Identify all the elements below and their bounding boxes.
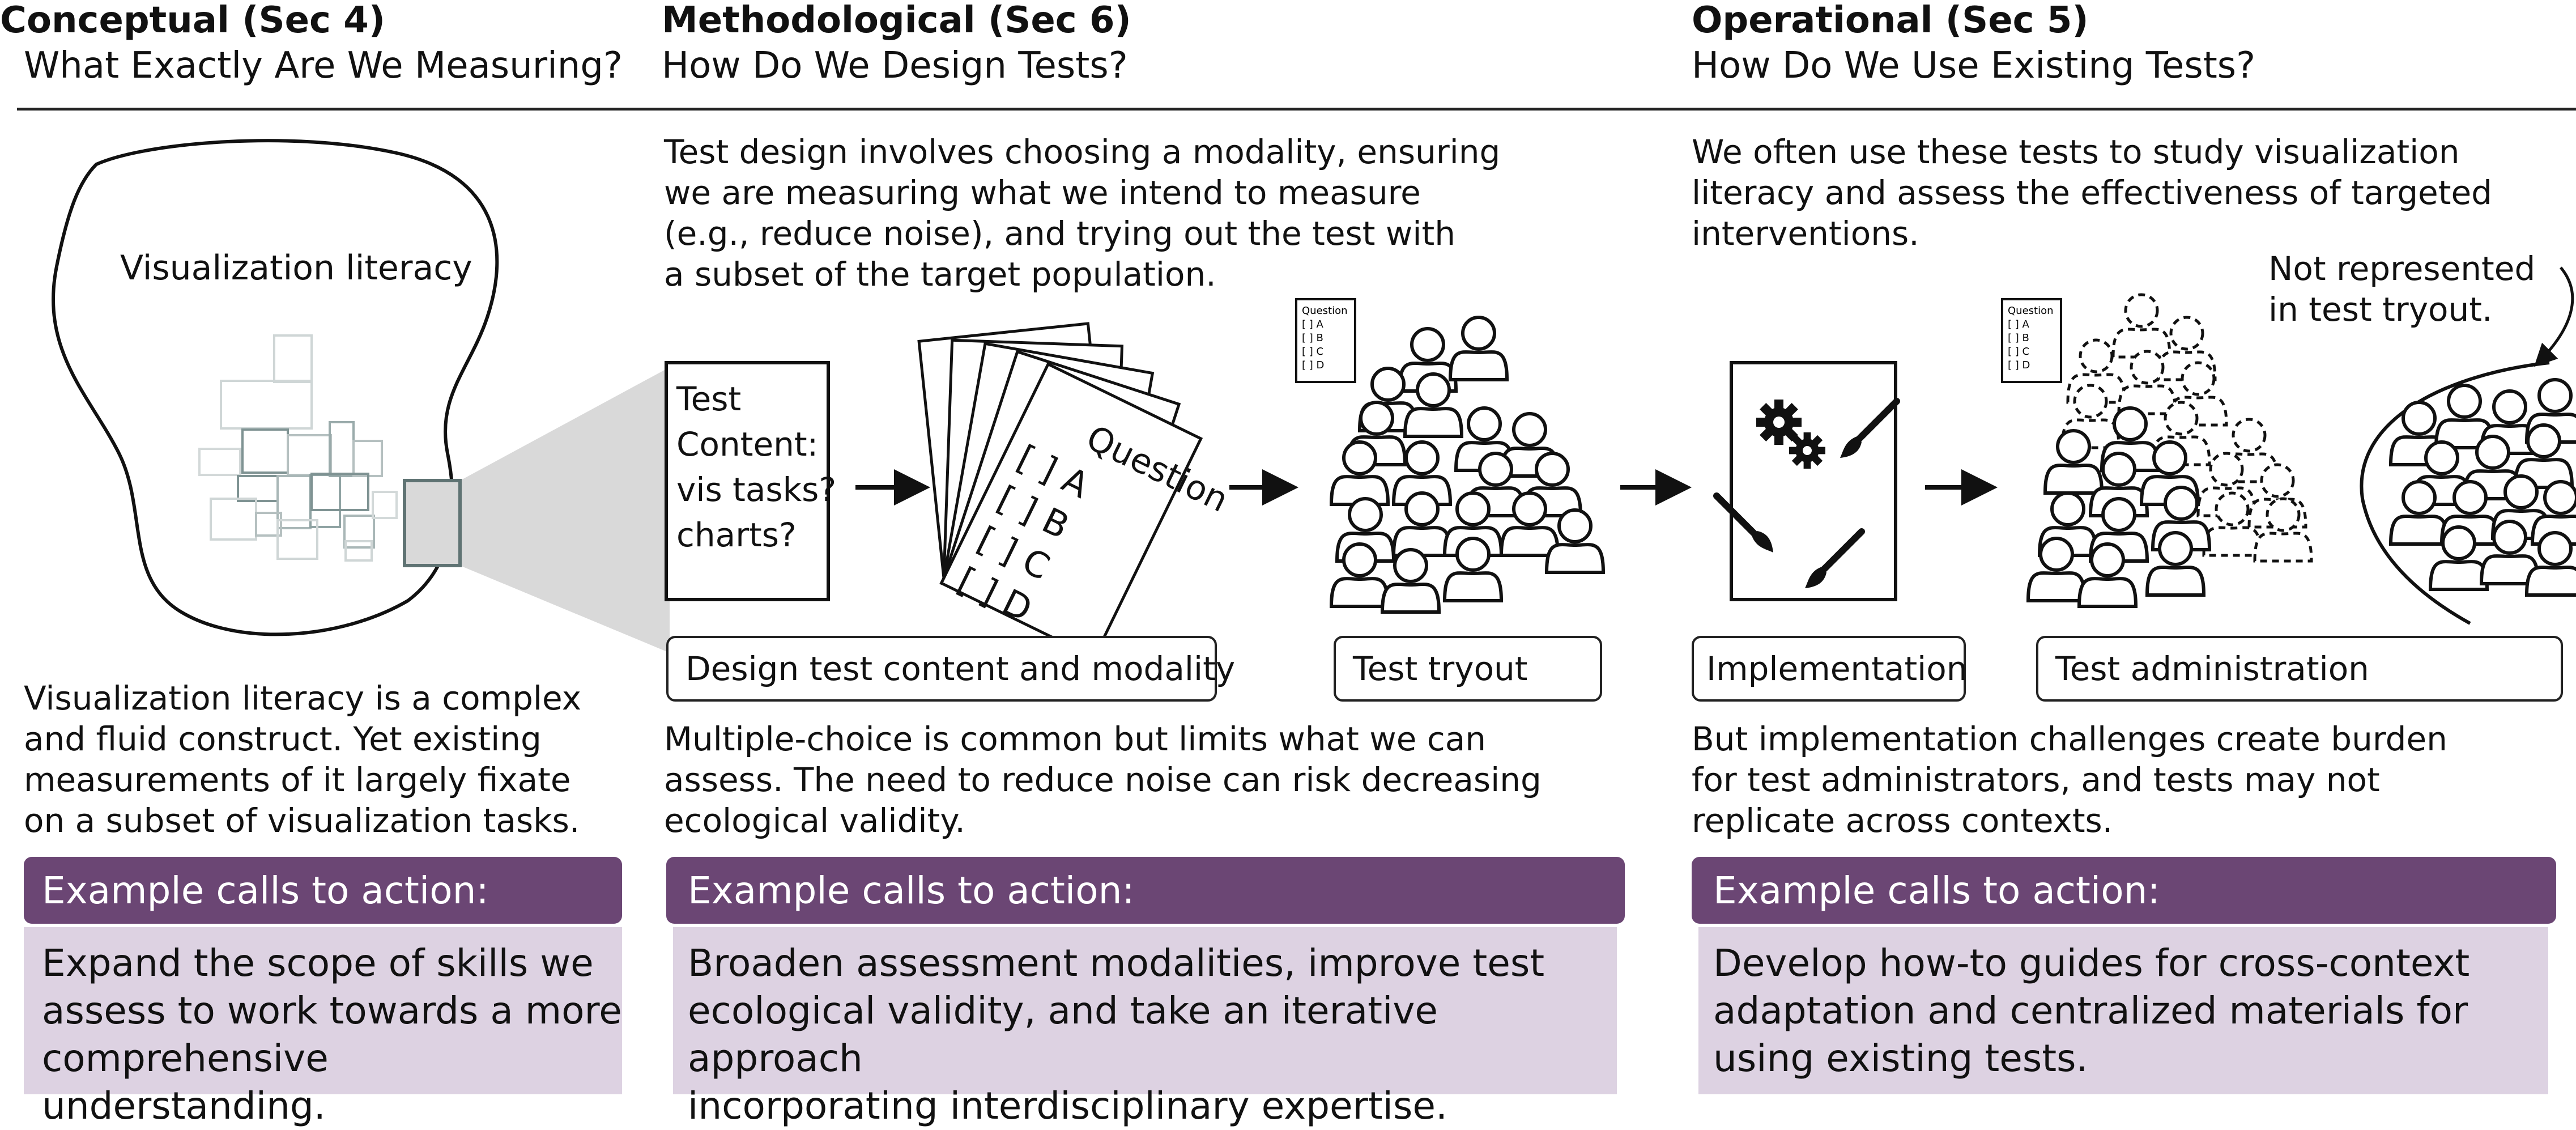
methodological-title: Methodological (Sec 6) <box>662 0 1131 41</box>
mini-sheet-line: [ ] D <box>2008 359 2030 371</box>
operational-cta-body: Develop how-to guides for cross-context … <box>1698 927 2548 1094</box>
label-design-test-content: Design test content and modality <box>666 636 1235 702</box>
test-content-card <box>665 361 830 601</box>
diagram-illustration: Question [ ] A [ ] B [ ] C [ ] D Questio… <box>52 139 2576 660</box>
conceptual-title: Conceptual (Sec 4) <box>0 0 385 41</box>
visualization-literacy-blob <box>52 139 499 636</box>
population-boundary <box>2360 361 2550 625</box>
highlighted-task-square <box>403 479 462 567</box>
unrepresented-crowd <box>2391 380 2576 595</box>
methodological-cta-header: Example calls to action: <box>666 857 1625 924</box>
gear-icon <box>1789 432 1825 469</box>
not-represented-note: Not represented in test tryout. <box>2268 249 2536 329</box>
blob-label: Visualization literacy <box>120 248 472 288</box>
tryout-crowd <box>1331 317 1603 612</box>
label-implementation: Implementation <box>1692 636 1968 702</box>
conceptual-cta-header: Example calls to action: <box>24 857 622 924</box>
operational-cta-header: Example calls to action: <box>1692 857 2556 924</box>
mini-sheet-line: [ ] B <box>1302 332 1323 344</box>
task-squares <box>198 334 398 562</box>
conceptual-subtitle: What Exactly Are We Measuring? <box>24 45 623 87</box>
mini-sheet-line: [ ] A <box>2008 318 2029 330</box>
methodological-cta-body: Broaden assessment modalities, improve t… <box>673 927 1617 1128</box>
question-papers: Question [ ] A [ ] B [ ] C [ ] D <box>917 322 1234 660</box>
mini-sheet-line: [ ] D <box>1302 359 1324 371</box>
implementation-sheet <box>1730 361 1897 601</box>
mini-sheet-line: Question <box>1302 305 1348 317</box>
conceptual-description: Visualization literacy is a complex and … <box>24 679 582 840</box>
label-test-tryout: Test tryout <box>1334 636 1602 702</box>
label-test-administration: Test administration <box>2036 636 2563 702</box>
administration-crowd <box>2028 295 2311 606</box>
operational-subtitle: How Do We Use Existing Tests? <box>1692 45 2256 87</box>
mini-sheet-line: Question <box>2008 305 2054 317</box>
curved-arrow-icon <box>2534 266 2574 367</box>
mini-question-sheet: Question [ ] A [ ] B [ ] C [ ] D <box>1295 298 1356 383</box>
mini-sheet-line: [ ] B <box>2008 332 2029 344</box>
header-divider <box>17 108 2576 111</box>
operational-title: Operational (Sec 5) <box>1692 0 2089 41</box>
methodological-intro: Test design involves choosing a modality… <box>664 133 1501 294</box>
methodological-subtitle: How Do We Design Tests? <box>662 45 1128 87</box>
mini-sheet-line: [ ] A <box>1302 318 1323 330</box>
mini-sheet-line: [ ] C <box>2008 346 2029 358</box>
conceptual-cta-body: Expand the scope of skills we assess to … <box>24 927 622 1128</box>
mini-question-sheet: Question [ ] A [ ] B [ ] C [ ] D <box>2001 298 2062 383</box>
test-content-text: Test Content: vis tasks? charts? <box>676 380 837 554</box>
operational-intro: We often use these tests to study visual… <box>1692 133 2492 253</box>
zoom-wedge <box>460 367 670 653</box>
operational-description: But implementation challenges create bur… <box>1692 720 2447 840</box>
mini-sheet-line: [ ] C <box>1302 346 1323 358</box>
methodological-description: Multiple-choice is common but limits wha… <box>664 720 1542 840</box>
